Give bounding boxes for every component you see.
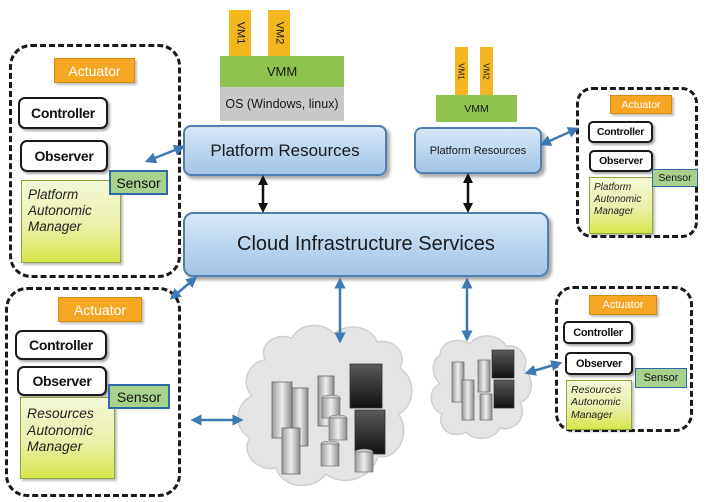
platform-autonomic-manager: Platform Autonomic Manager bbox=[589, 177, 653, 234]
os-layer: OS (Windows, linux) bbox=[220, 87, 344, 121]
actuator-box: Actuator bbox=[589, 295, 657, 315]
controller-label: Controller bbox=[29, 337, 93, 353]
sensor-box: Sensor bbox=[635, 368, 687, 388]
platform-autonomic-manager: Platform Autonomic Manager bbox=[21, 180, 121, 263]
controller-label: Controller bbox=[31, 105, 95, 121]
vmm-layer: VMM bbox=[220, 56, 344, 87]
manager-line-1: Platform bbox=[594, 182, 632, 193]
actuator-label: Actuator bbox=[602, 299, 644, 311]
actuator-box: Actuator bbox=[610, 95, 672, 114]
observer-box: Observer bbox=[20, 140, 108, 172]
controller-box: Controller bbox=[563, 321, 633, 344]
vm1-block: VM1 bbox=[229, 10, 251, 56]
manager-line-2: Autonomic bbox=[28, 202, 92, 218]
actuator-label: Actuator bbox=[68, 62, 121, 79]
sensor-box: Sensor bbox=[108, 384, 170, 409]
controller-box: Controller bbox=[18, 97, 108, 129]
arrow-platform-to-manager-right bbox=[539, 127, 580, 146]
resources-autonomic-manager: Resources Autonomic Manager bbox=[566, 380, 632, 430]
sensor-label: Sensor bbox=[658, 172, 692, 184]
server-cloud-small bbox=[430, 335, 532, 440]
manager-line-1: Resources bbox=[571, 384, 622, 396]
arrow-cloud-to-resources-left bbox=[169, 276, 198, 300]
manager-line-3: Manager bbox=[571, 408, 613, 421]
sensor-label: Sensor bbox=[116, 388, 162, 405]
manager-line-1: Platform bbox=[28, 187, 79, 202]
manager-line-2: Autonomic bbox=[27, 421, 94, 438]
arrow-sensor-to-platform-left bbox=[144, 144, 186, 164]
manager-line-2: Autonomic bbox=[594, 193, 642, 205]
observer-box: Observer bbox=[17, 366, 107, 396]
manager-line-3: Manager bbox=[27, 438, 83, 455]
controller-box: Controller bbox=[15, 330, 107, 360]
platform-resources-label: Platform Resources bbox=[429, 144, 527, 157]
cloud-services-label: Cloud Infrastructure Services bbox=[237, 233, 495, 255]
manager-line-2: Autonomic bbox=[571, 396, 621, 409]
vm2-block: VM2 bbox=[268, 10, 290, 56]
actuator-box: Actuator bbox=[58, 297, 142, 322]
observer-label: Observer bbox=[34, 148, 94, 164]
resources-manager-group-left bbox=[5, 287, 181, 497]
resources-manager-group-right bbox=[555, 286, 693, 432]
actuator-label: Actuator bbox=[621, 98, 661, 111]
os-label: OS (Windows, linux) bbox=[225, 97, 339, 111]
actuator-label: Actuator bbox=[73, 301, 127, 318]
vm2-block: VM2 bbox=[480, 47, 493, 95]
sensor-label: Sensor bbox=[643, 372, 679, 384]
cloud-infrastructure-services: Cloud Infrastructure Services bbox=[183, 212, 549, 277]
platform-resources-right: Platform Resources bbox=[414, 127, 542, 174]
resources-autonomic-manager: Resources Autonomic Manager bbox=[20, 397, 115, 479]
platform-manager-group-right bbox=[576, 87, 698, 238]
manager-line-3: Manager bbox=[594, 205, 634, 217]
manager-line-3: Manager bbox=[28, 218, 82, 234]
vmm-label: VMM bbox=[266, 64, 298, 79]
sensor-box: Sensor bbox=[109, 170, 168, 195]
vm1-block: VM1 bbox=[455, 47, 468, 95]
controller-box: Controller bbox=[588, 121, 653, 143]
arrow-servers-to-manager-right bbox=[524, 360, 563, 376]
manager-line-1: Resources bbox=[27, 405, 94, 421]
observer-box: Observer bbox=[565, 352, 633, 375]
observer-label: Observer bbox=[599, 155, 643, 167]
sensor-label: Sensor bbox=[116, 174, 161, 191]
observer-label: Observer bbox=[576, 357, 622, 370]
sensor-box: Sensor bbox=[652, 169, 698, 187]
controller-label: Controller bbox=[573, 326, 623, 339]
vmm-layer: VMM bbox=[436, 95, 517, 122]
observer-label: Observer bbox=[32, 373, 92, 389]
controller-label: Controller bbox=[596, 126, 645, 138]
server-cloud-large bbox=[237, 324, 413, 487]
vmm-label: VMM bbox=[464, 102, 489, 115]
actuator-box: Actuator bbox=[54, 58, 135, 83]
observer-box: Observer bbox=[589, 150, 653, 172]
platform-resources-label: Platform Resources bbox=[210, 140, 360, 160]
